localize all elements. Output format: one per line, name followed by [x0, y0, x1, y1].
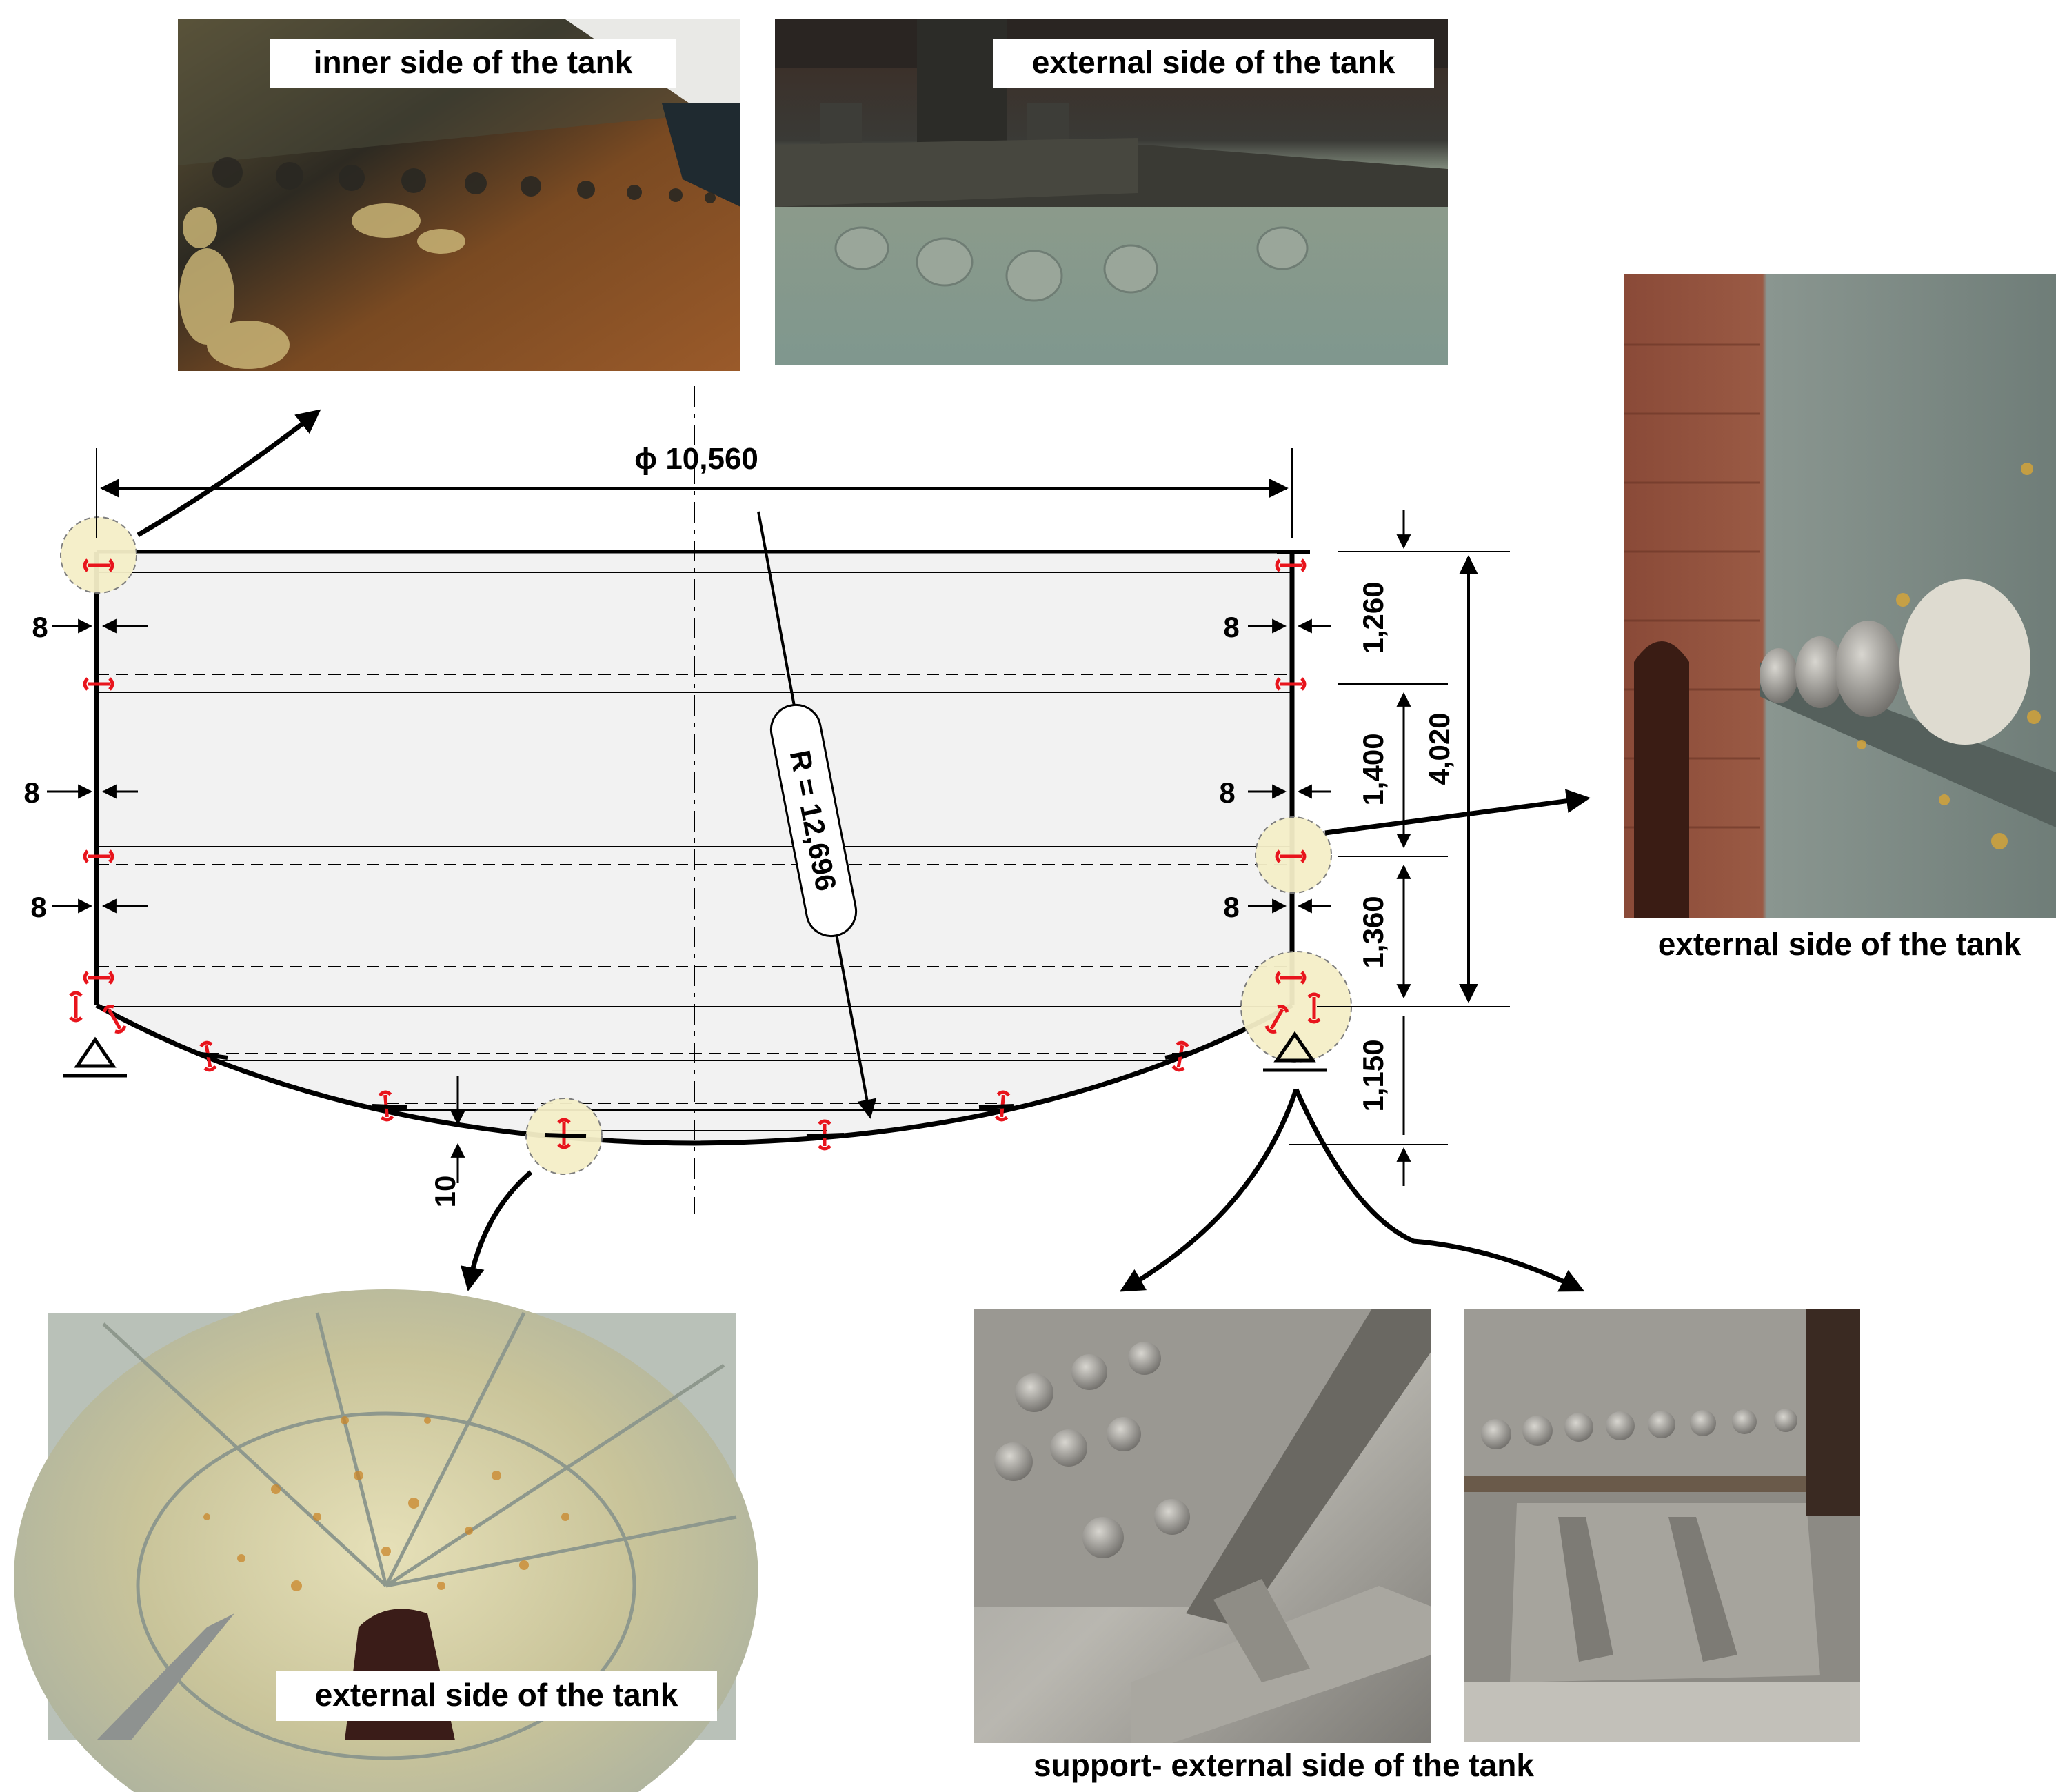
tank-drawing: [60, 386, 1352, 1214]
height-total: 4,020: [1423, 712, 1455, 785]
dimension-thickness-left: [47, 618, 148, 914]
arrow-to-support-2: [1293, 1088, 1585, 1292]
rivet: [1275, 971, 1307, 985]
height-1: 1,260: [1357, 581, 1389, 654]
thk-left-1: 8: [32, 611, 48, 643]
label-external-side-top: external side of the tank: [1032, 44, 1395, 80]
photo-external-side-bottom: external side of the tank: [14, 1289, 758, 1792]
photo-support-1: [974, 1309, 1431, 1743]
rivet: [1264, 1005, 1289, 1034]
rivet: [69, 991, 83, 1023]
label-inner-side: inner side of the tank: [314, 44, 633, 80]
thk-left-3: 8: [30, 891, 46, 923]
label-diameter: ϕ 10,560: [634, 442, 758, 476]
arrow-to-bottom-photo: [461, 1170, 533, 1291]
rivet: [1275, 558, 1307, 572]
dimension-thickness-right: [1248, 618, 1331, 914]
thk-bottom: 10: [429, 1176, 461, 1208]
thk-right-1: 8: [1223, 611, 1239, 643]
rivet: [83, 971, 114, 985]
thk-right-3: 8: [1223, 891, 1239, 923]
label-external-side-bottom: external side of the tank: [315, 1677, 678, 1713]
thk-left-2: 8: [23, 776, 39, 809]
rivet: [1275, 677, 1307, 691]
thk-right-2: 8: [1219, 776, 1235, 809]
height-bottom: 1,150: [1357, 1039, 1389, 1111]
support-left: [63, 1036, 127, 1078]
rivet: [1307, 992, 1321, 1024]
photo-external-side-top: external side of the tank: [775, 19, 1448, 365]
dimension-diameter: ϕ 10,560: [96, 442, 1293, 538]
support-right: [1263, 1031, 1327, 1072]
photo-external-side-right: external side of the tank: [1624, 274, 2056, 962]
arrow-to-support-1: [1119, 1088, 1299, 1292]
caption-support: support- external side of the tank: [1034, 1747, 1534, 1783]
height-2: 1,400: [1357, 733, 1389, 805]
rivet: [83, 558, 114, 572]
pointer-arrows: [137, 409, 1591, 1292]
rivet: [1275, 849, 1307, 863]
rivet: [83, 677, 114, 691]
height-3: 1,360: [1357, 896, 1389, 968]
rivet: [83, 849, 114, 863]
highlight-top-left: [60, 516, 137, 594]
photo-inner-side: inner side of the tank: [178, 19, 740, 371]
arrow-to-inner-photo: [137, 409, 321, 538]
photo-support-2: [1464, 1309, 1860, 1742]
dimension-heights: [1289, 510, 1510, 1186]
tank-bottom: [95, 1003, 1293, 1146]
caption-external-side-right: external side of the tank: [1658, 926, 2021, 962]
arrow-to-right-photo: [1324, 789, 1591, 836]
rivet: [102, 1005, 127, 1034]
